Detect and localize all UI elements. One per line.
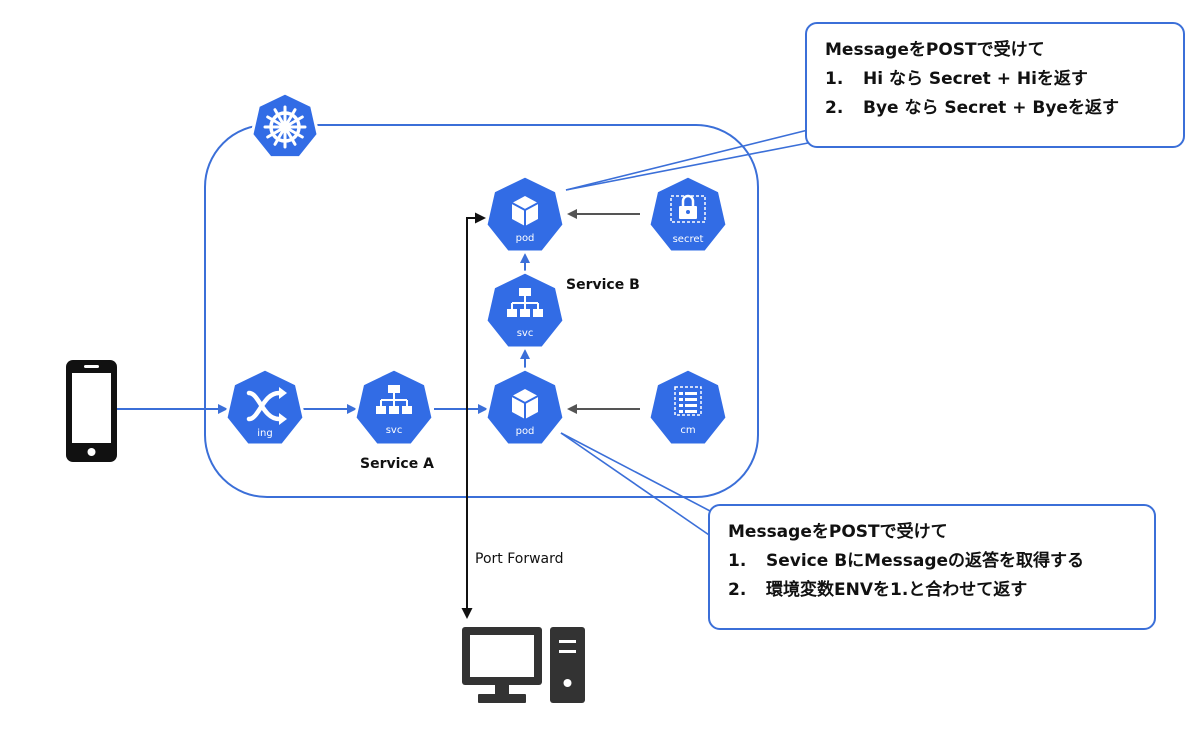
callout-service-a-heading: MessageをPOSTで受けて <box>728 522 948 542</box>
callout-item-text: Sevice BにMessageの返答を取得する <box>766 551 1085 571</box>
callout-a-pointer <box>560 432 713 538</box>
ingress-icon: ing <box>224 367 306 447</box>
configmap-icon: cm <box>647 367 729 447</box>
service-b-label: Service B <box>566 277 640 293</box>
callout-service-b-item: 2. Bye なら Secret + Byeを返す <box>825 94 1165 123</box>
configmap-icon-label: cm <box>680 425 695 436</box>
service-b-icon: svc <box>484 270 566 350</box>
callout-item-text: Hi なら Secret + Hiを返す <box>863 69 1088 89</box>
callout-service-b-item: 1. Hi なら Secret + Hiを返す <box>825 65 1165 94</box>
service-a-icon-label: svc <box>386 425 403 436</box>
secret-icon-label: secret <box>673 234 704 245</box>
pod-a-icon: pod <box>484 367 566 447</box>
callout-service-a-item: 1. Sevice BにMessageの返答を取得する <box>728 547 1136 576</box>
callout-item-number: 1. <box>825 69 844 89</box>
callout-item-text: 環境変数ENVを1.と合わせて返す <box>766 580 1028 600</box>
desktop-computer-icon <box>462 627 585 703</box>
service-b-icon-label: svc <box>517 328 534 339</box>
callout-item-number: 2. <box>728 580 747 600</box>
pod-b-icon: pod <box>484 174 566 254</box>
callout-service-a: MessageをPOSTで受けて 1. Sevice BにMessageの返答を… <box>708 504 1156 630</box>
callout-service-a-item: 2. 環境変数ENVを1.と合わせて返す <box>728 576 1136 605</box>
service-a-label: Service A <box>360 456 434 472</box>
kubernetes-helm-icon <box>250 91 320 160</box>
service-a-icon: svc <box>353 367 435 447</box>
port-forward-connection <box>461 212 486 619</box>
callout-service-b: MessageをPOSTで受けて 1. Hi なら Secret + Hiを返す… <box>805 22 1185 148</box>
pod-a-icon-label: pod <box>516 426 535 437</box>
callout-item-number: 2. <box>825 98 844 118</box>
pod-b-icon-label: pod <box>516 233 535 244</box>
smartphone-icon <box>66 360 117 462</box>
port-forward-label: Port Forward <box>475 551 564 567</box>
callout-item-text: Bye なら Secret + Byeを返す <box>863 98 1119 118</box>
callout-b-pointer <box>565 129 809 191</box>
ingress-icon-label: ing <box>257 428 272 439</box>
callout-item-number: 1. <box>728 551 747 571</box>
callout-service-b-heading: MessageをPOSTで受けて <box>825 40 1045 60</box>
secret-icon: secret <box>647 174 729 254</box>
